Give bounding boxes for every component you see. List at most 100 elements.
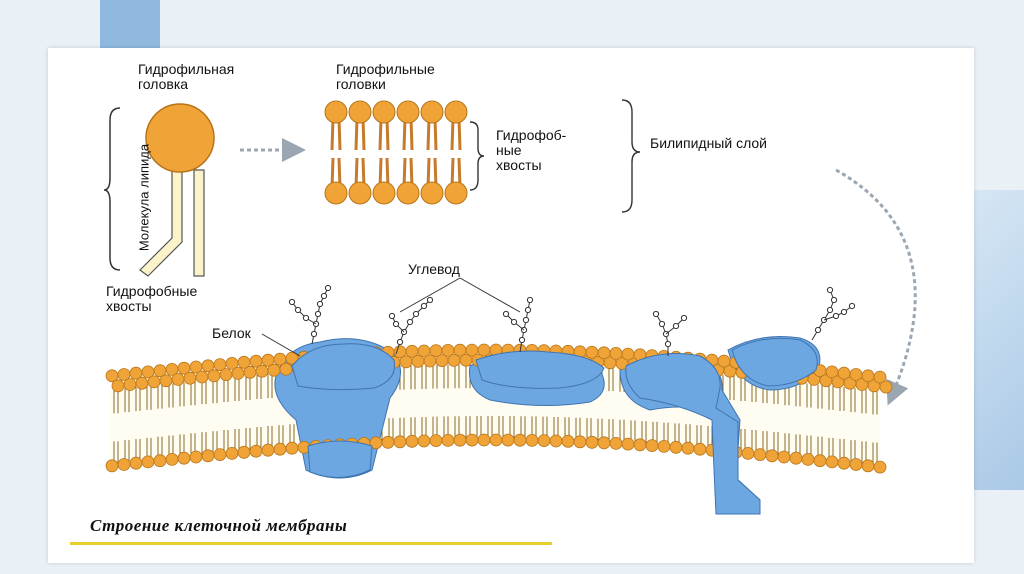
membrane-head [682,442,694,454]
carbohydrate-pointer-1 [400,278,460,312]
membrane-head [634,439,646,451]
sugar-unit [815,327,820,332]
sugar-unit [827,307,832,312]
membrane-head [400,356,412,368]
membrane-head [670,441,682,453]
membrane-head [226,447,238,459]
sugar-unit [393,321,398,326]
lipid-head [349,182,371,204]
membrane-head [790,452,802,464]
sugar-unit [659,321,664,326]
lipid-head [325,182,347,204]
carbohydrate-chain [812,290,834,340]
membrane-head [754,449,766,461]
membrane-head [286,442,298,454]
sugar-unit [831,297,836,302]
membrane-head [208,370,220,382]
label-hydrophilic-head: Гидрофильная головка [138,62,234,92]
membrane-head [232,367,244,379]
sugar-unit [397,339,402,344]
label-hydrophilic-heads: Гидрофильные головки [336,62,435,92]
lipid-head [445,101,467,123]
lipid-head [349,101,371,123]
membrane-head [478,434,490,446]
membrane-head [490,434,502,446]
membrane-head [610,437,622,449]
sugar-unit [827,287,832,292]
membrane-head [598,437,610,449]
sugar-unit [653,311,658,316]
membrane-head [244,366,256,378]
membrane-head [130,457,142,469]
sugar-unit [317,301,322,306]
sugar-unit [665,341,670,346]
membrane-head [658,440,670,452]
lipid-head [325,101,347,123]
sugar-unit [407,319,412,324]
molecule-brace [104,108,120,270]
lipid-head [421,182,443,204]
membrane-head [766,450,778,462]
membrane-head [106,460,118,472]
lipid-head [373,182,395,204]
diagram-caption: Строение клеточной мембраны [90,516,347,536]
membrane-head [112,380,124,392]
lipid-head [397,101,419,123]
membrane-head [850,459,862,471]
sugar-unit [289,299,294,304]
curved-arrow [836,170,915,400]
small-bilayer [325,101,467,204]
sugar-unit [673,323,678,328]
sugar-unit [311,331,316,336]
sugar-unit [325,285,330,290]
membrane-head [574,436,586,448]
membrane-head [502,434,514,446]
label-lipid-molecule: Молекула липида [137,118,152,278]
membrane-head [394,436,406,448]
membrane-head [862,460,874,472]
membrane-head [406,435,418,447]
membrane-head [280,363,292,375]
membrane-head [160,375,172,387]
membrane-head [838,457,850,469]
membrane-head [382,436,394,448]
label-bilipid-layer: Билипидный слой [650,136,767,151]
membrane-head [178,452,190,464]
membrane-head [136,377,148,389]
membrane-head [262,444,274,456]
membrane-head [526,434,538,446]
label-hydrophobic-tails: Гидрофобные хвосты [106,284,197,314]
caption-underline [70,542,552,545]
label-hydrophobic-tails-layer: Гидрофоб- ные хвосты [496,128,566,173]
label-protein: Белок [212,326,251,341]
sugar-unit [511,319,516,324]
membrane-head [268,364,280,376]
sugar-unit [519,337,524,342]
membrane-head [148,376,160,388]
membrane-head [430,435,442,447]
membrane-head [154,455,166,467]
membrane-head [190,451,202,463]
sugar-unit [527,297,532,302]
sugar-unit [421,303,426,308]
membrane-head [742,447,754,459]
hydrophilic-head [146,104,214,172]
sugar-unit [841,309,846,314]
sugar-unit [525,307,530,312]
membrane-head [118,459,130,471]
membrane-head [802,453,814,465]
sugar-unit [681,315,686,320]
membrane-head [418,435,430,447]
membrane-head [538,435,550,447]
membrane-head [142,456,154,468]
lipid-head [373,101,395,123]
protein-pointer [262,334,300,356]
membrane-head [424,355,436,367]
membrane-head [550,435,562,447]
membrane-head [250,445,262,457]
membrane-head [442,434,454,446]
sugar-unit [295,307,300,312]
membrane-head [814,455,826,467]
membrane-head [514,434,526,446]
bilayer-brace [622,100,640,212]
